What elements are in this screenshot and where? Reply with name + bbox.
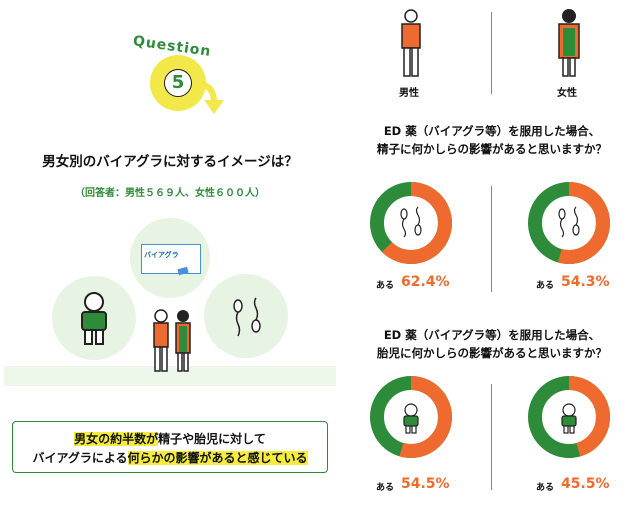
female-icon (558, 9, 580, 77)
q1-female-donut (528, 182, 610, 264)
q2-question: ED 薬（バイアグラ等）を服用した場合、 胎児に何かしらの影響があると思いますか… (344, 326, 640, 362)
q1-question-line-1: ED 薬（バイアグラ等）を服用した場合、 (383, 124, 601, 138)
q1-male-percent: 62.4% (401, 274, 450, 290)
q1-male-answer: ある (376, 281, 395, 291)
q1-question: ED 薬（バイアグラ等）を服用した場合、 精子に何かしらの影響があると思いますか… (344, 122, 640, 158)
q2-female-donut (528, 376, 610, 458)
q2-question-line-1: ED 薬（バイアグラ等）を服用した場合、 (383, 328, 601, 342)
sperm-icon (558, 206, 580, 238)
divider-q1 (491, 186, 492, 292)
male-label: 男性 (399, 88, 419, 99)
fetus-icon (403, 403, 419, 434)
q1-question-line-2: 精子に何かしらの影響があると思いますか？ (377, 142, 607, 156)
summary-text-1: 精子や胎児に対して (158, 432, 266, 446)
viagra-box-label: バイアグラ (144, 251, 179, 259)
page-title: 男女別のバイアグラに対するイメージは？ (42, 154, 298, 170)
sperm-bubble (204, 274, 288, 358)
arrow-icon (199, 81, 224, 114)
fetus-icon (81, 292, 107, 345)
summary-highlight-1: 男女の約半数が (74, 432, 159, 446)
summary-line-1: 男女の約半数が精子や胎児に対して (12, 430, 328, 447)
pill-icon (177, 266, 189, 276)
q2-male-donut (370, 376, 452, 458)
q2-question-line-2: 胎児に何かしらの影響があると思いますか？ (377, 346, 607, 360)
summary-line-2: バイアグラによる何らかの影響があると感じている (12, 449, 328, 466)
couple-icon (153, 309, 191, 372)
sperm-icon (400, 206, 422, 238)
divider-q2 (491, 384, 492, 490)
q2-female-answer: ある (536, 483, 555, 493)
q1-female-answer: ある (536, 281, 555, 291)
summary-highlight-2: 何らかの影響があると感じている (127, 451, 308, 465)
q1-male-donut (370, 182, 452, 264)
male-icon (401, 9, 421, 77)
floor-band (4, 366, 336, 386)
q2-male-answer: ある (376, 483, 395, 493)
sperm-icon (233, 297, 261, 337)
viagra-box (141, 244, 201, 274)
q2-female-percent: 45.5% (561, 476, 610, 492)
female-label: 女性 (557, 88, 577, 99)
question-number: 5 (164, 69, 192, 97)
respondents-note: （回答者：男性５６９人、女性６００人） (75, 188, 265, 199)
divider-top (491, 12, 492, 94)
summary-box (12, 421, 328, 473)
q2-male-percent: 54.5% (401, 476, 450, 492)
q1-female-percent: 54.3% (561, 274, 610, 290)
summary-text-2: バイアグラによる (32, 451, 128, 465)
fetus-icon (561, 403, 577, 434)
